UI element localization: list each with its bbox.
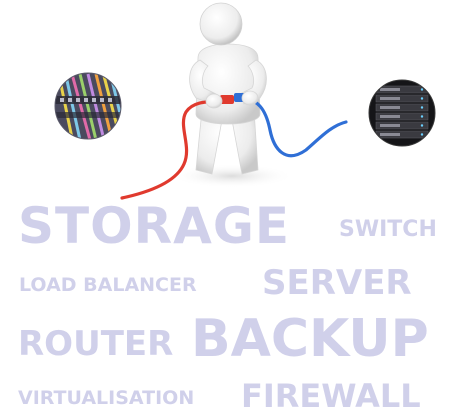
word-firewall: FIREWALL bbox=[241, 377, 421, 415]
patch-panel-icon bbox=[54, 72, 122, 140]
figure-shadow bbox=[170, 164, 294, 188]
figure-torso bbox=[195, 43, 261, 125]
server-rack-icon bbox=[368, 79, 436, 147]
word-server: SERVER bbox=[262, 263, 412, 303]
word-backup: BACKUP bbox=[191, 309, 429, 369]
word-virtualisation: VIRTUALISATION bbox=[18, 387, 195, 409]
blue-cable bbox=[238, 96, 348, 158]
figure-head bbox=[199, 2, 243, 46]
word-switch: SWITCH bbox=[339, 217, 437, 242]
red-connector bbox=[220, 95, 234, 104]
red-cable bbox=[120, 98, 234, 200]
word-storage: STORAGE bbox=[18, 197, 291, 255]
figure-hand-left bbox=[205, 93, 223, 109]
figure-hand-right bbox=[241, 90, 259, 106]
word-load-balancer: LOAD BALANCER bbox=[19, 274, 197, 296]
word-router: ROUTER bbox=[18, 324, 174, 364]
